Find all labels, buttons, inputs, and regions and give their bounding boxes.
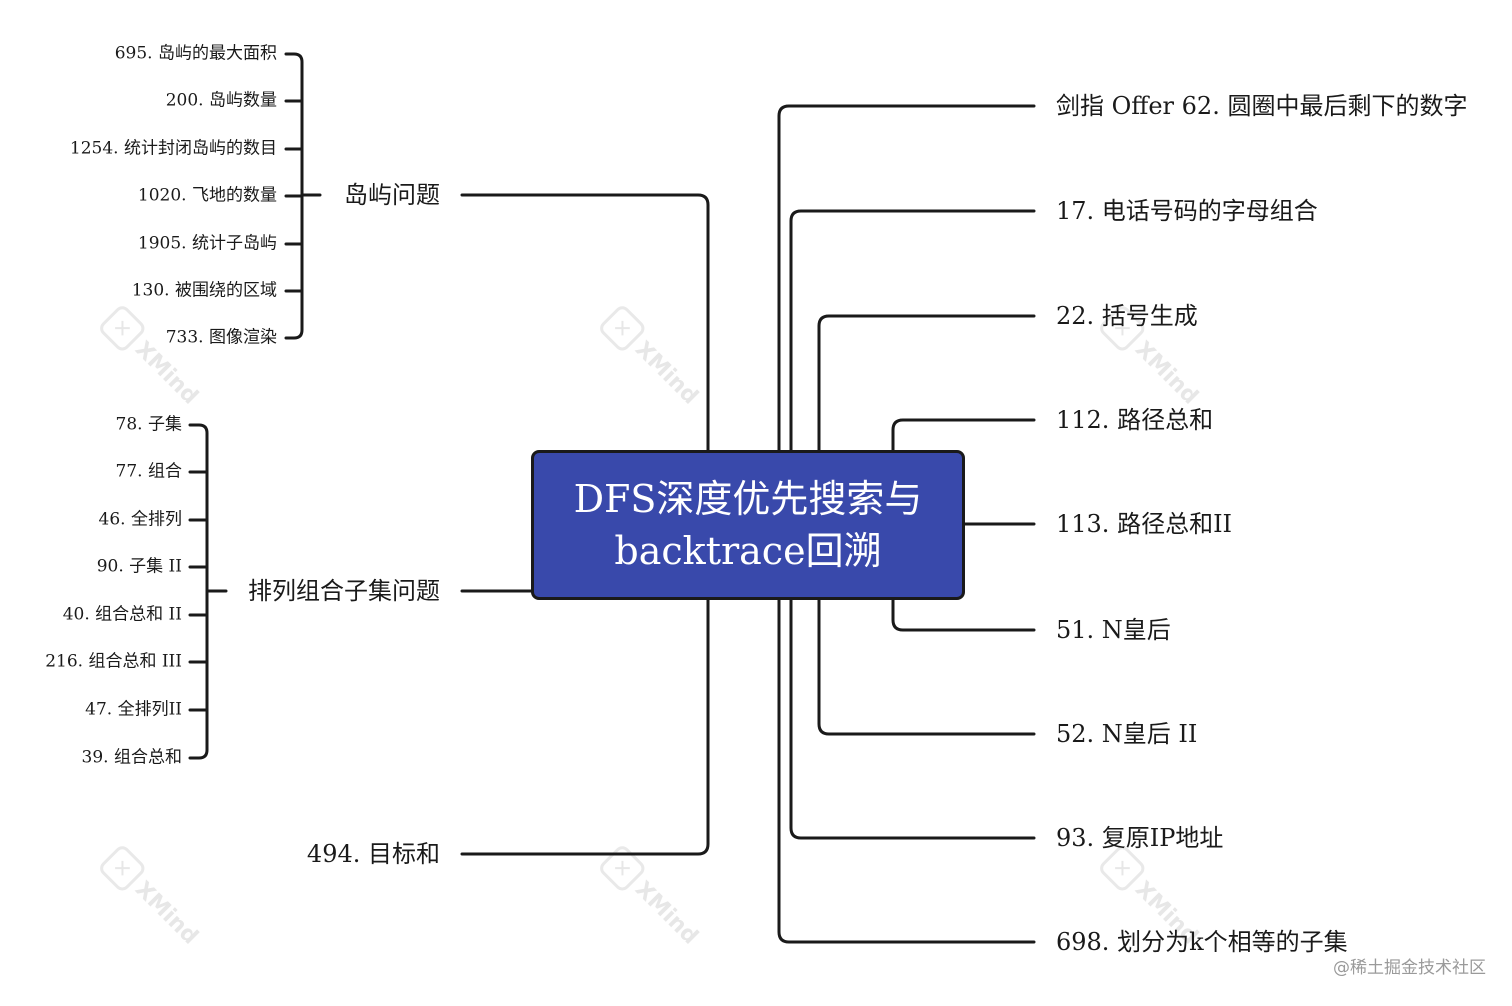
topic-22[interactable]: 22. 括号生成 [1056,302,1198,330]
topic-93[interactable]: 93. 复原IP地址 [1056,824,1224,852]
leaf-78[interactable]: 78. 子集 [115,414,182,435]
topic-17[interactable]: 17. 电话号码的字母组合 [1056,197,1318,225]
leaf-695[interactable]: 695. 岛屿的最大面积 [114,43,277,64]
leaf-1020[interactable]: 1020. 飞地的数量 [137,185,277,206]
topic-698[interactable]: 698. 划分为k个相等的子集 [1056,928,1348,956]
connector-right-2 [817,314,1036,452]
topic-51[interactable]: 51. N皇后 [1056,616,1171,644]
leaf-77[interactable]: 77. 组合 [115,461,182,482]
leaf-1905[interactable]: 1905. 统计子岛屿 [137,233,277,254]
topic-island[interactable]: 岛屿问题 [344,181,440,209]
leaf-130[interactable]: 130. 被围绕的区域 [131,280,277,301]
topic-113[interactable]: 113. 路径总和II [1056,510,1233,538]
connector-target-sum [460,598,710,856]
topic-offer-62[interactable]: 剑指 Offer 62. 圆圈中最后剩下的数字 [1056,92,1468,120]
bracket-permutation-ticks [188,470,228,712]
topic-112[interactable]: 112. 路径总和 [1056,406,1214,434]
connector-island [460,193,710,452]
leaf-46[interactable]: 46. 全排列 [98,509,182,530]
leaf-90[interactable]: 90. 子集 II [96,556,182,577]
connector-right-0 [777,104,1036,452]
central-topic-line1: DFS深度优先搜索与 [573,477,923,521]
leaf-200[interactable]: 200. 岛屿数量 [165,90,277,111]
connector-right-3 [891,418,1036,452]
bracket-island [284,52,304,340]
leaf-40[interactable]: 40. 组合总和 II [62,604,182,625]
leaf-1254[interactable]: 1254. 统计封闭岛屿的数目 [69,138,277,159]
leaf-39[interactable]: 39. 组合总和 [81,747,182,768]
source-credit: @稀土掘金技术社区 [1333,958,1486,978]
leaf-216[interactable]: 216. 组合总和 III [45,651,182,672]
connector-right-8 [777,598,1036,944]
central-topic[interactable]: DFS深度优先搜索与 backtrace回溯 [531,450,965,600]
leaf-733[interactable]: 733. 图像渲染 [165,327,277,348]
topic-permutation[interactable]: 排列组合子集问题 [248,577,440,605]
topic-494[interactable]: 494. 目标和 [306,840,440,868]
leaf-47[interactable]: 47. 全排列II [85,699,182,720]
connector-right-5 [891,598,1036,632]
connector-right-6 [817,598,1036,736]
connector-right-1 [789,209,1036,452]
topic-52[interactable]: 52. N皇后 II [1056,720,1198,748]
connector-right-7 [789,598,1036,840]
bracket-island-ticks [284,99,322,293]
central-topic-line2: backtrace回溯 [614,529,882,573]
bracket-permutation [188,423,209,760]
